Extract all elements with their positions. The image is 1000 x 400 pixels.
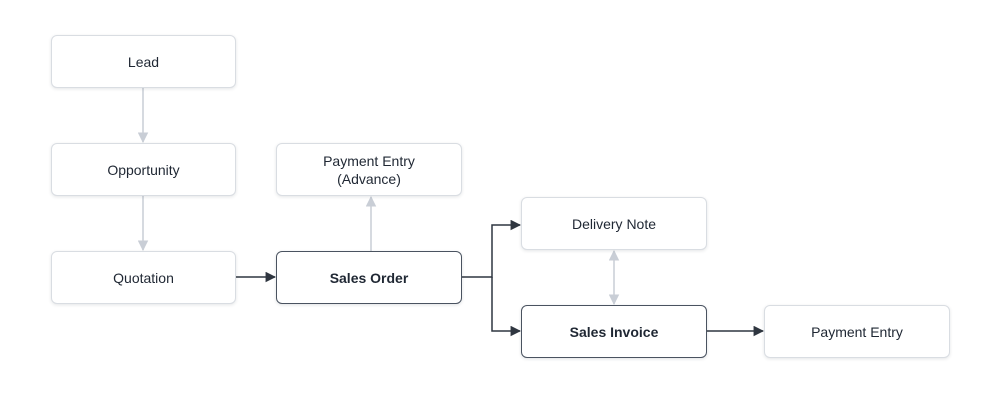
node-lead: Lead [51, 35, 236, 88]
node-sales-invoice: Sales Invoice [521, 305, 707, 358]
edge-sales-order-to-delivery-note [462, 219, 522, 278]
node-payment-entry: Payment Entry [764, 305, 950, 358]
edge-sales-order-to-sales-invoice [491, 277, 522, 337]
node-sales-order: Sales Order [276, 251, 462, 304]
node-quotation: Quotation [51, 251, 236, 304]
node-payment-entry-advance: Payment Entry (Advance) [276, 143, 462, 196]
node-delivery-note: Delivery Note [521, 197, 707, 250]
node-opportunity: Opportunity [51, 143, 236, 196]
